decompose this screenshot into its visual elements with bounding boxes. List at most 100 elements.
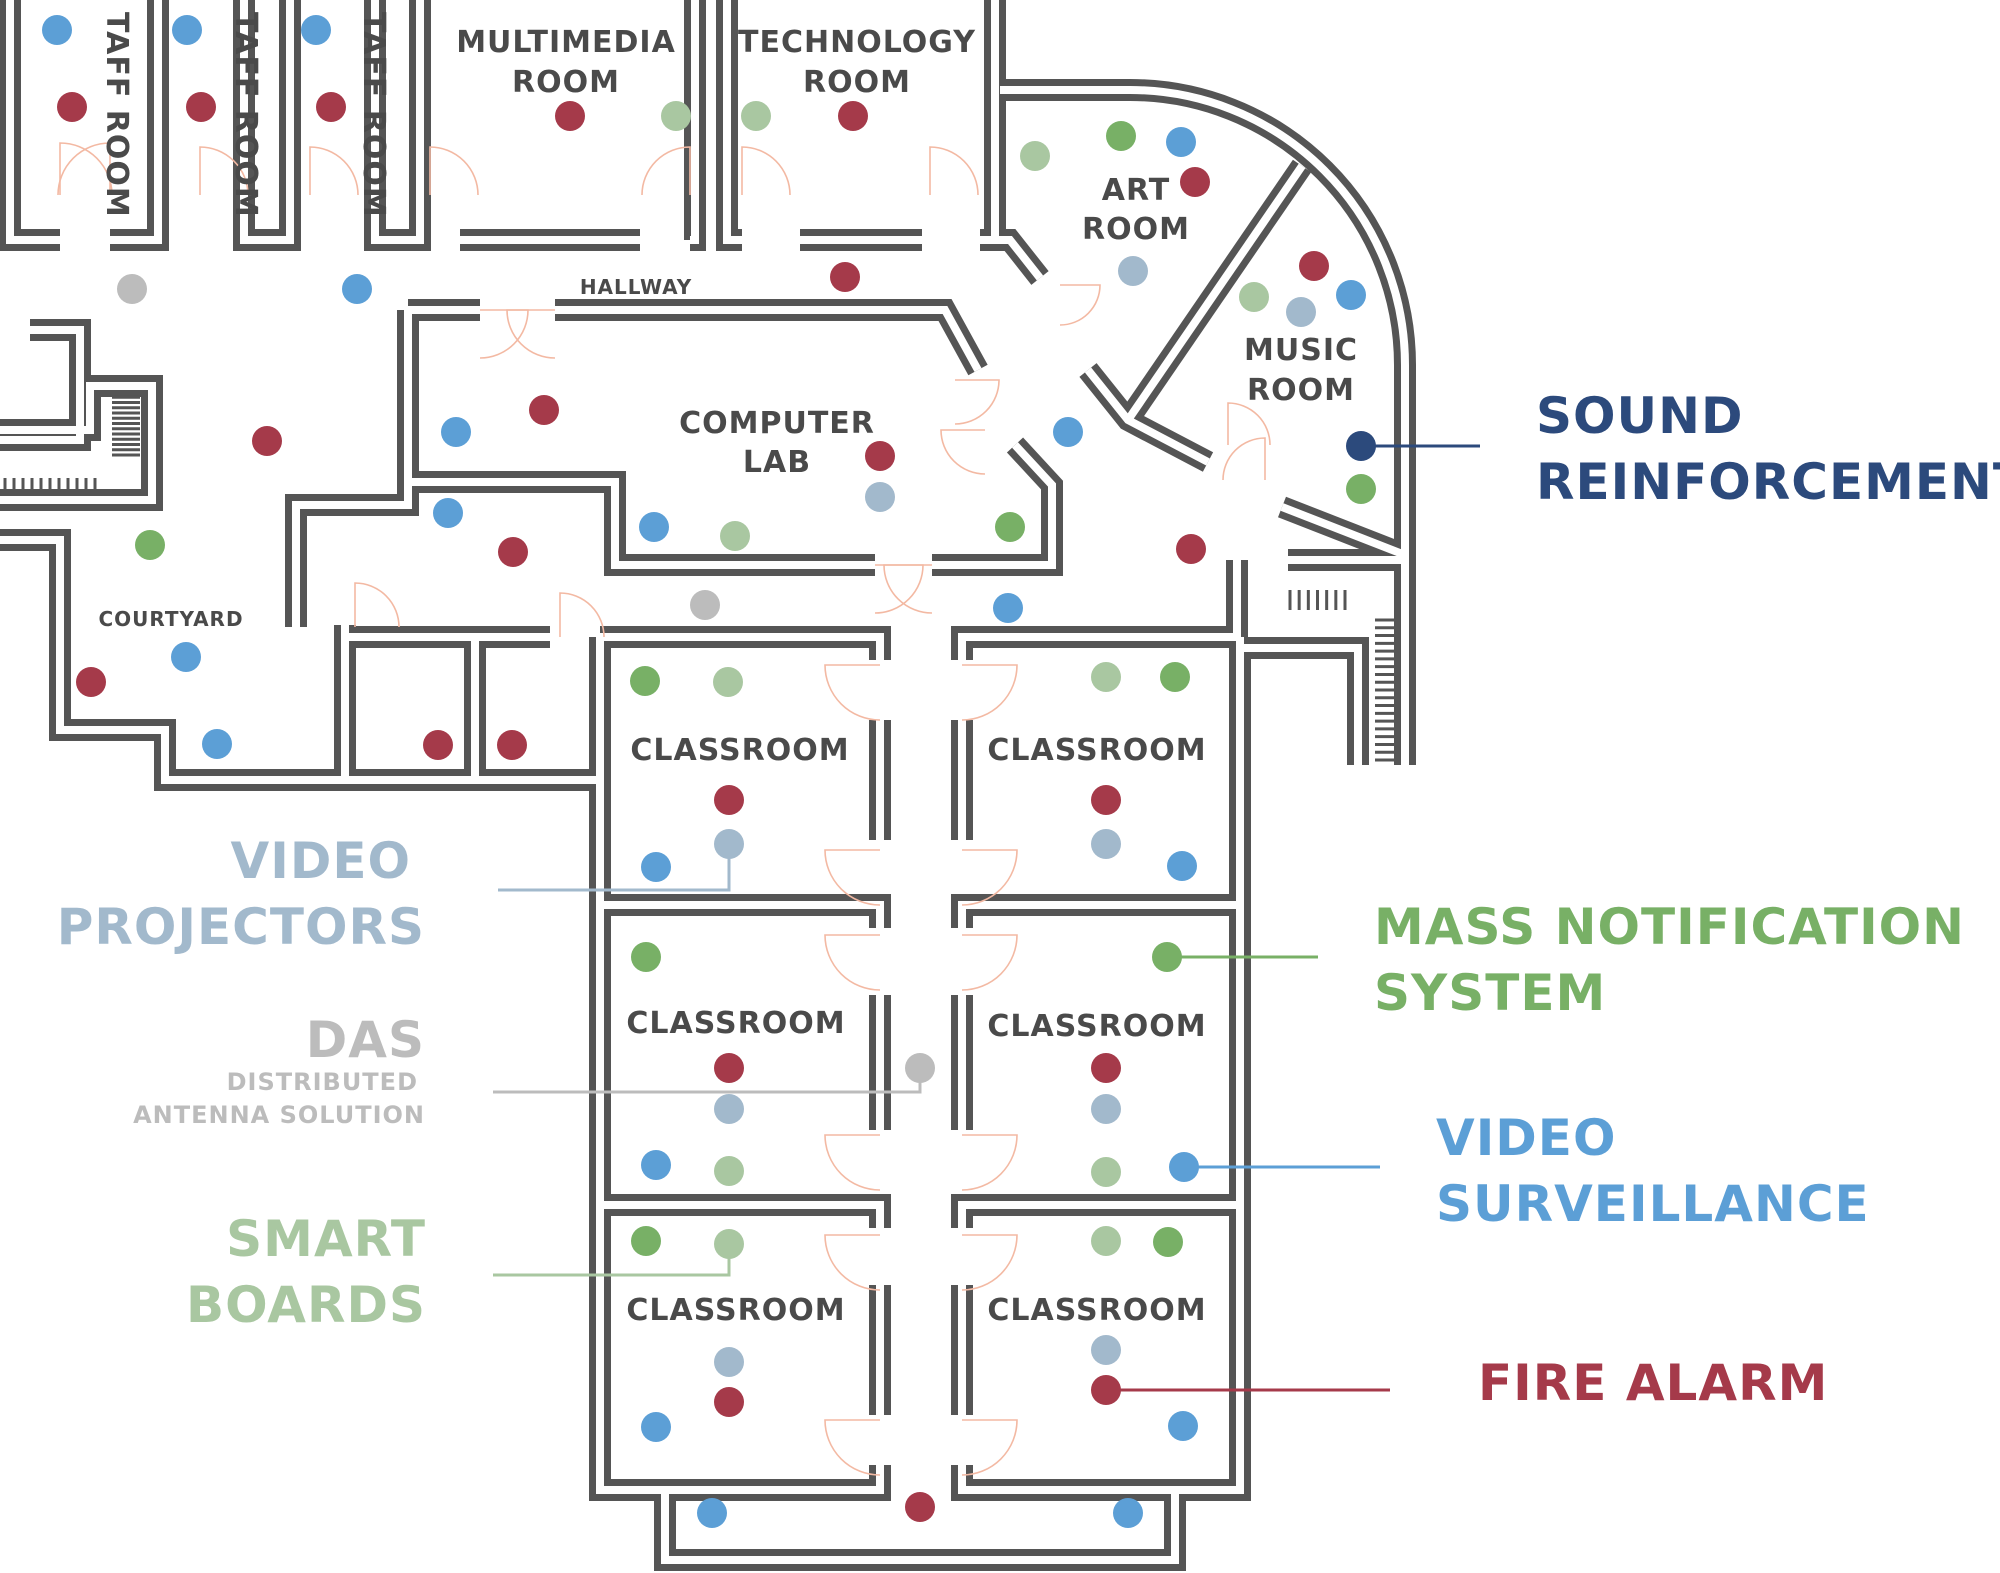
music-room-label-1: MUSIC [1244,333,1358,368]
wall-core [1237,644,1362,765]
wall-core [958,1201,1240,1228]
walls [0,0,1416,1571]
legend-das-line1: DAS [306,1011,425,1069]
fire-alarm-device [498,537,528,567]
wall-core [1124,163,1306,423]
door-swing [961,1134,1018,1191]
video-surveillance-device [1053,417,1083,447]
classroom-label-4: CLASSROOM [987,1009,1206,1044]
smart-boards-device [714,1156,744,1186]
video-surveillance-device [202,729,232,759]
wall-segment [1237,637,1369,765]
fire-alarm-device [830,262,860,292]
wall-core [1084,367,1210,466]
wall-core [555,306,982,372]
door-swing [559,592,605,638]
door-swing [961,1419,1018,1476]
wall-core [404,310,875,569]
video-surveillance-device [1167,851,1197,881]
smart-boards-device [1020,141,1050,171]
fire-alarm-device [1299,251,1329,281]
video-surveillance-device [641,1150,671,1180]
smart-boards-device [720,521,750,551]
door-swing [883,564,933,614]
legend-projectors-line2: PROJECTORS [57,898,425,956]
video-surveillance-device [172,15,202,45]
mass-notification-device [995,512,1025,542]
wall-core [110,0,162,244]
door-swing [824,1234,881,1291]
fire-alarm-device [76,667,106,697]
mass-notification-device [1160,662,1190,692]
staff-room-label-1: TAFF ROOM [99,12,134,218]
smart-boards-device [1091,1157,1121,1187]
video-surveillance-device [1168,1411,1198,1441]
computer-lab-label-1: COMPUTER [679,406,875,441]
mass-notification-device [631,1226,661,1256]
smart-boards-device [1239,282,1269,312]
legend-das-line2: DISTRIBUTED [227,1068,418,1096]
video-surveillance-device [342,274,372,304]
door-swing [429,146,479,196]
fire-alarm-device [838,101,868,131]
door-swing [929,146,979,196]
door-swing [641,146,691,196]
video-surveillance-device [42,15,72,45]
smart-boards-device [1091,1226,1121,1256]
technology-room-label-1: TECHNOLOGY [738,25,976,60]
wall-core [0,382,156,504]
legend-das-line3: ANTENNA SOLUTION [133,1101,425,1129]
computer-lab-label-2: LAB [743,445,811,480]
wall-core [932,442,1056,569]
door-swing [199,146,249,196]
smart-boards-device [1091,662,1121,692]
wall-core [723,0,742,244]
door-swing [1222,437,1266,481]
video-surveillance-device [697,1498,727,1528]
wall-segment [555,299,988,376]
door-swing [506,309,556,359]
devices [42,15,1376,1528]
projectors-leader-line [498,846,731,892]
door-swing [479,309,529,359]
legend-fire-line1: FIRE ALARM [1478,1354,1828,1412]
legend-smart-line1: SMART [226,1210,426,1268]
door-swing [1227,402,1271,446]
wall-core [661,1490,1179,1564]
door-swing [741,146,791,196]
wall-core [1280,503,1407,559]
video-surveillance-device [993,593,1023,623]
door-swing [824,1419,881,1476]
video-projectors-device [1286,297,1316,327]
hallway-label: HALLWAY [580,275,692,299]
art-room-label-1: ART [1102,173,1170,208]
video-projectors-device [1118,256,1148,286]
smart-boards-device [741,101,771,131]
door-swing [824,849,881,906]
mass-notification-device [1106,121,1136,151]
fire-alarm-device [905,1492,935,1522]
fire-alarm-device [423,730,453,760]
multimedia-room-label-1: MULTIMEDIA [456,25,676,60]
video-projectors-device [865,482,895,512]
door-swing [309,146,359,196]
legend-surveillance-line2: SURVEILLANCE [1436,1175,1870,1233]
legend-projectors-line1: VIDEO [231,832,411,890]
music-room-label-2: ROOM [1247,373,1355,408]
door-swing [961,849,1018,906]
video-projectors-device [1091,1094,1121,1124]
wall-core [1000,86,1409,560]
fire-alarm-device [555,101,585,131]
fire-alarm-device [865,441,895,471]
video-surveillance-device [639,512,669,542]
video-projectors-device [714,829,744,859]
door-swing [824,1134,881,1191]
legend-surveillance-line1: VIDEO [1436,1109,1616,1167]
legend-smart-line2: BOARDS [186,1276,426,1334]
wall-core [240,0,294,244]
room-labels: TAFF ROOM TAFF ROOM TAFF ROOM MULTIMEDIA… [98,12,1358,1328]
video-projectors-device [1091,829,1121,859]
classroom-label-3: CLASSROOM [626,1006,845,1041]
door-swing [940,429,986,475]
smart-boards-device [661,101,691,131]
